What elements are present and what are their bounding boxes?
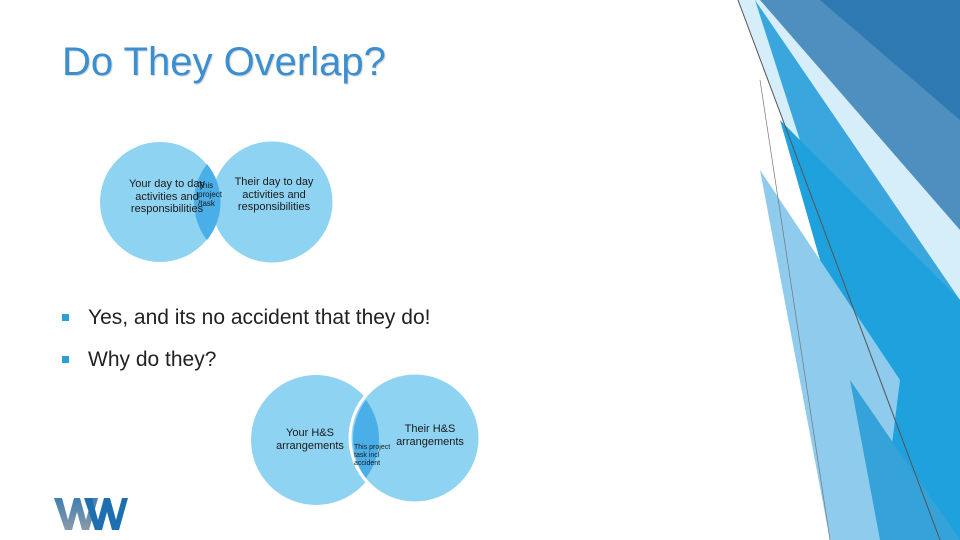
bullet-item: Why do they?	[62, 348, 430, 390]
slide-title: Do They Overlap?	[62, 40, 386, 84]
venn-right-label: Their day to day activities and responsi…	[234, 176, 314, 214]
venn-overlap-hs	[353, 400, 379, 478]
bullet-text: Why do they?	[88, 348, 217, 371]
bullet-square-icon	[62, 314, 69, 321]
venn-hs-right-label: Their H&S arrangements	[396, 423, 464, 448]
bullet-list: Yes, and its no accident that they do! W…	[62, 306, 430, 390]
venn-circle-yours	[100, 142, 220, 262]
venn-circle-their-hs	[348, 371, 482, 505]
venn-hs-left-label: Your H&S arrangements	[276, 427, 344, 452]
venn-hs-overlap-label: This project task incl accident	[354, 444, 391, 468]
bullet-item: Yes, and its no accident that they do!	[62, 306, 430, 348]
bullet-text: Yes, and its no accident that they do!	[88, 306, 431, 329]
company-logo	[54, 498, 128, 530]
venn-overlap	[193, 164, 221, 240]
venn-left-label: Your day to day activities and responsib…	[128, 178, 206, 216]
bullet-square-icon	[62, 356, 69, 363]
venn-circle-your-hs	[251, 375, 381, 505]
venn-overlap-label: This project /task	[198, 181, 223, 209]
